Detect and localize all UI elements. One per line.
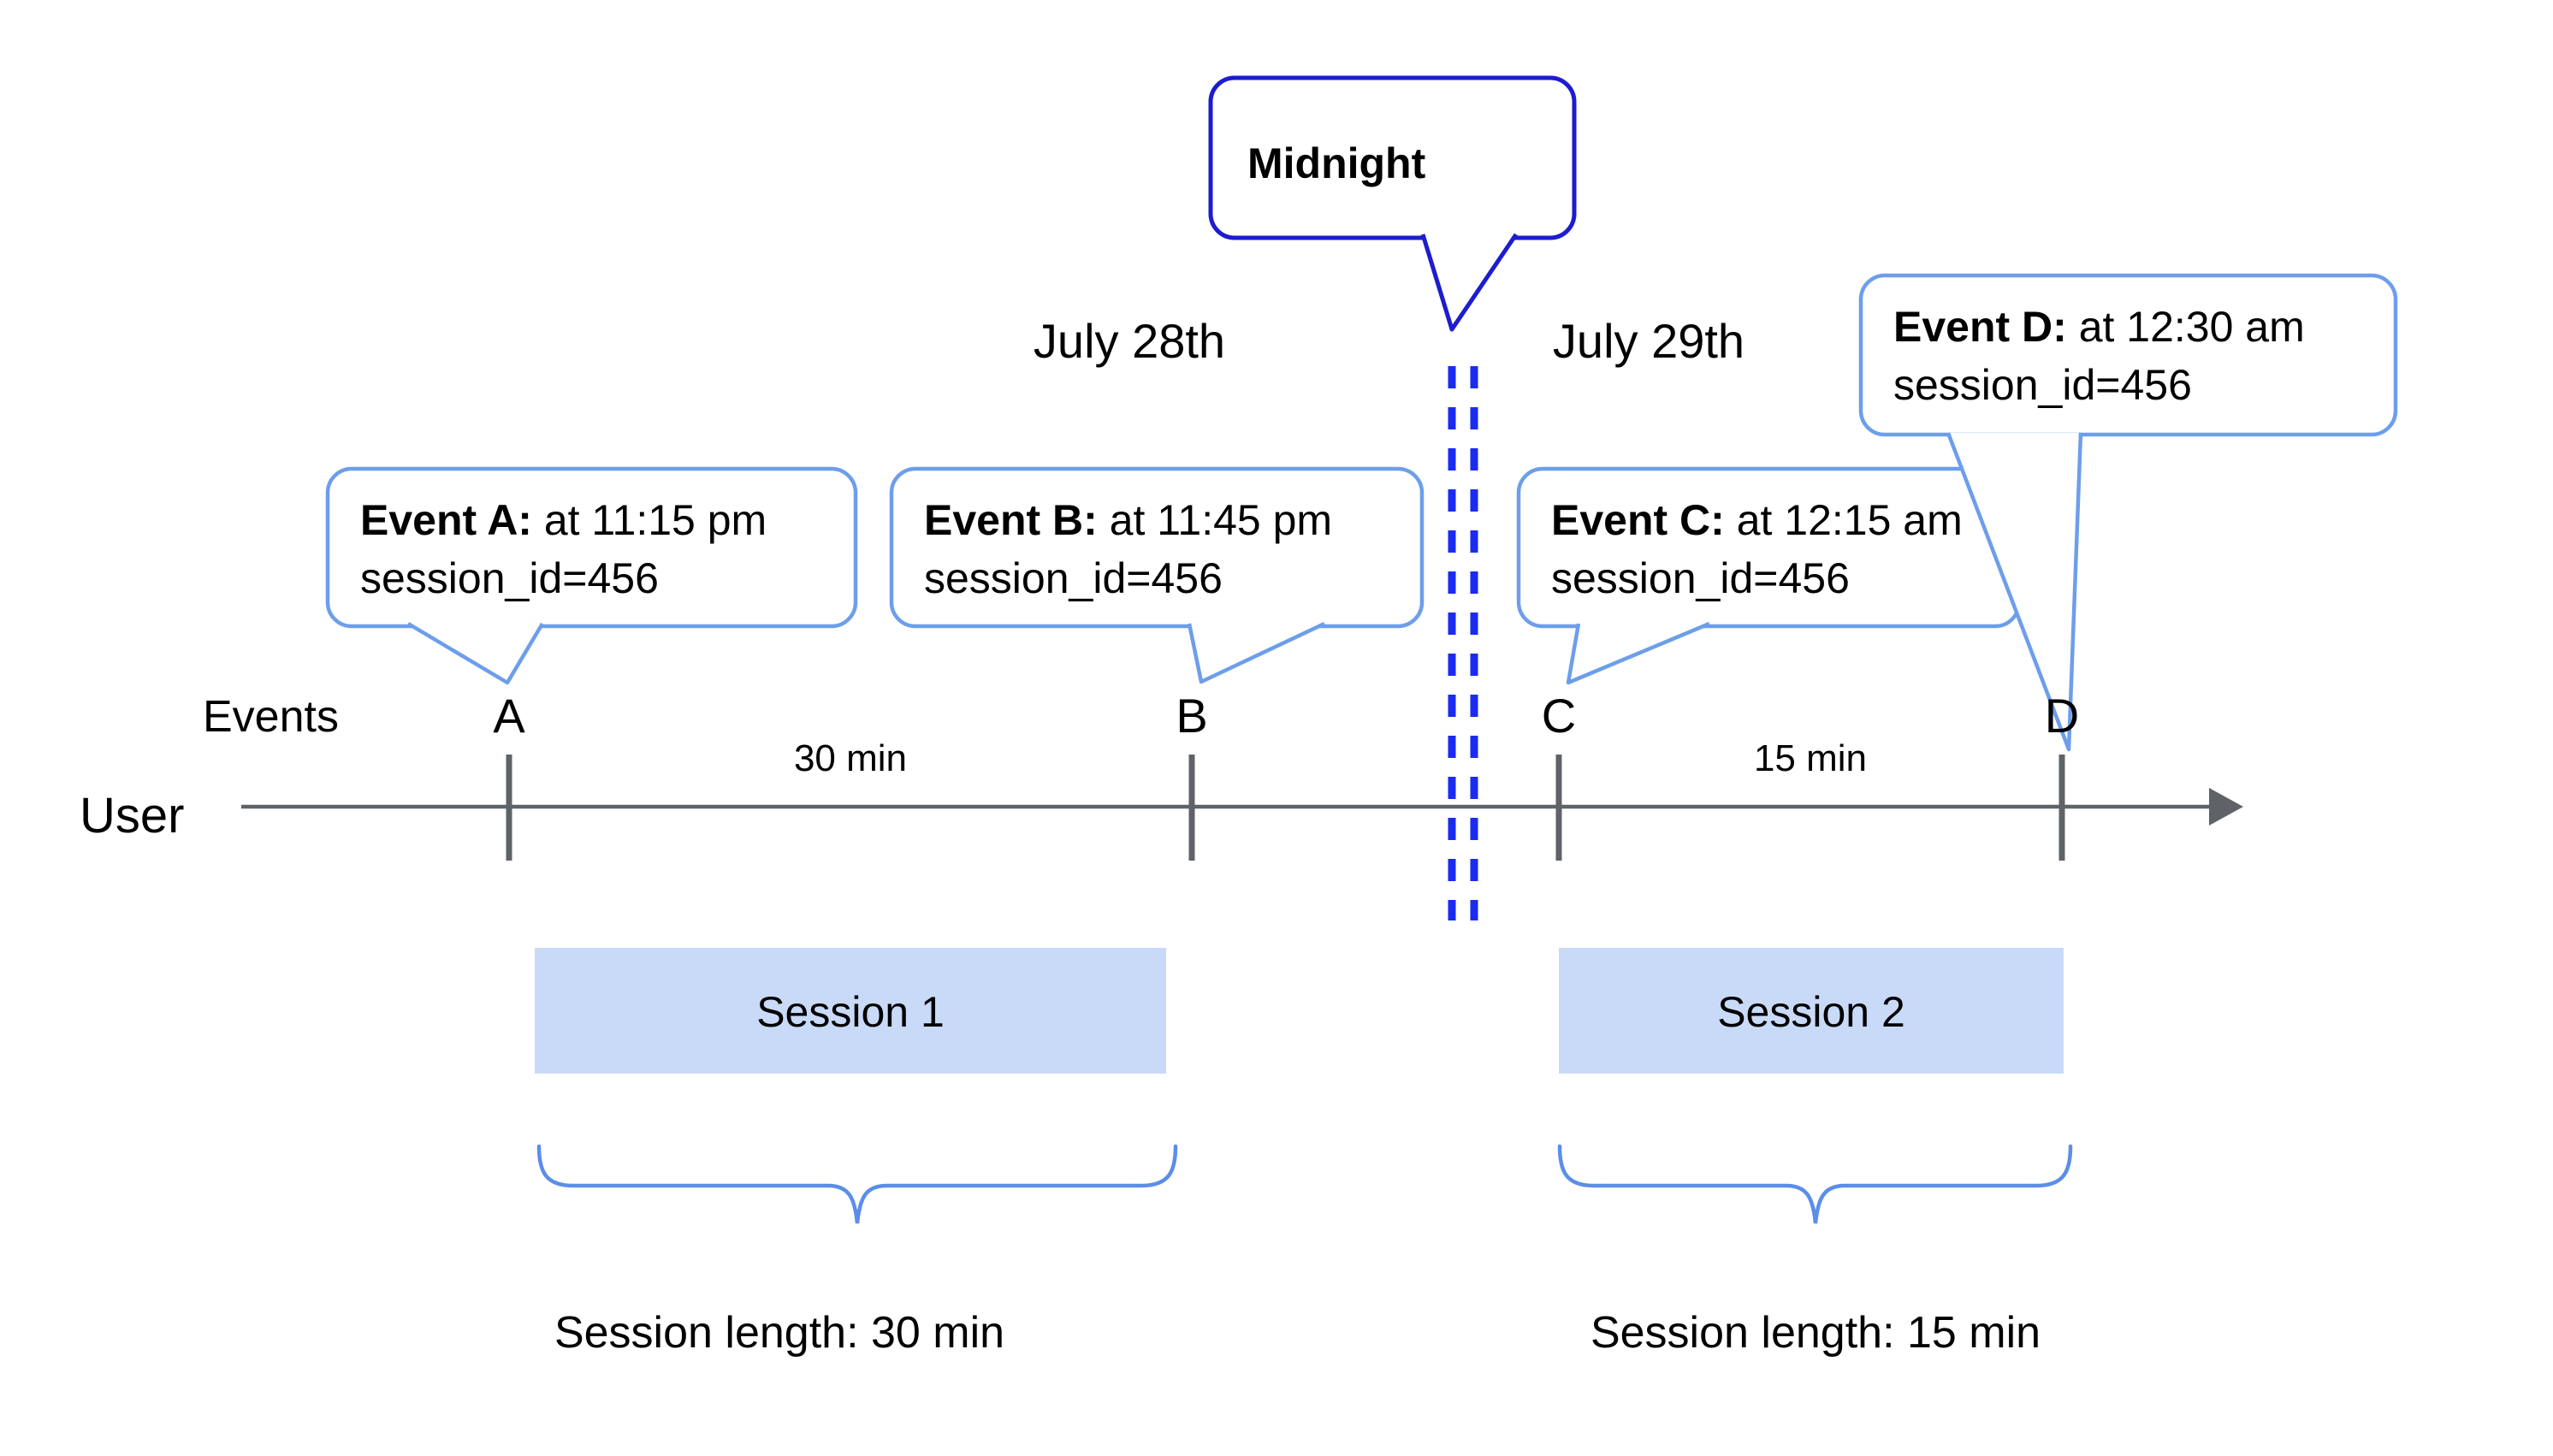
- event-b-session: session_id=456: [924, 554, 1223, 602]
- session-2-brace: [1557, 1144, 2073, 1224]
- event-a-bubble: [325, 466, 858, 629]
- event-b-time: at 11:45 pm: [1097, 496, 1333, 544]
- user-row-label: User: [80, 788, 185, 843]
- date-july-29: July 29th: [1552, 314, 1745, 368]
- event-a-time: at 11:15 pm: [531, 496, 767, 544]
- event-a-line1: Event A: at 11:15 pm: [360, 491, 767, 549]
- tick-label-b: B: [1176, 689, 1208, 743]
- midnight-bubble: [1208, 75, 1577, 240]
- tick-label-d: D: [2044, 689, 2080, 743]
- session-1-name: Session 1: [756, 988, 945, 1036]
- event-b-bubble-text: Event B: at 11:45 pm session_id=456: [924, 491, 1332, 607]
- event-a-session: session_id=456: [360, 554, 659, 602]
- event-d-line1: Event D: at 12:30 am: [1893, 298, 2305, 356]
- event-d-bubble-text: Event D: at 12:30 am session_id=456: [1893, 298, 2305, 414]
- midnight-bubble-tail: [1420, 233, 1519, 332]
- event-d-bubble: [1858, 273, 2398, 437]
- event-d-time: at 12:30 am: [2066, 303, 2305, 351]
- session-1-brace: [536, 1144, 1178, 1224]
- event-b-bubble-tail: [1187, 621, 1325, 684]
- event-a-bubble-text: Event A: at 11:15 pm session_id=456: [360, 491, 767, 607]
- tick-label-c: C: [1541, 689, 1577, 743]
- event-b-line1: Event B: at 11:45 pm: [924, 491, 1332, 549]
- events-row-label: Events: [203, 692, 339, 742]
- event-b-name: Event B:: [924, 496, 1098, 544]
- timeline-arrowhead-icon: [2209, 788, 2243, 826]
- event-c-line1: Event C: at 12:15 am: [1551, 491, 1963, 549]
- event-c-bubble-tail: [1566, 621, 1710, 685]
- interval-30min-label: 30 min: [793, 737, 908, 779]
- date-july-28: July 28th: [1033, 314, 1226, 368]
- event-d-name: Event D:: [1893, 303, 2067, 351]
- session-1-length-label: Session length: 30 min: [554, 1308, 1005, 1358]
- event-c-session: session_id=456: [1551, 554, 1850, 602]
- event-c-time: at 12:15 am: [1724, 496, 1963, 544]
- event-a-bubble-tail: [406, 622, 544, 685]
- event-c-bubble-text: Event C: at 12:15 am session_id=456: [1551, 491, 1963, 607]
- event-a-name: Event A:: [360, 496, 532, 544]
- midnight-label: Midnight: [1247, 139, 1426, 187]
- event-b-bubble: [889, 466, 1425, 629]
- session-2-length-label: Session length: 15 min: [1590, 1308, 2041, 1358]
- session-1-box: [535, 948, 1166, 1074]
- interval-15min-label: 15 min: [1753, 737, 1868, 779]
- event-d-session: session_id=456: [1893, 361, 2192, 409]
- event-d-bubble-tail: [1946, 432, 2083, 752]
- session-2-name: Session 2: [1717, 988, 1905, 1036]
- tick-label-a: A: [493, 689, 525, 743]
- event-c-name: Event C:: [1551, 496, 1725, 544]
- session-2-box: [1559, 948, 2064, 1074]
